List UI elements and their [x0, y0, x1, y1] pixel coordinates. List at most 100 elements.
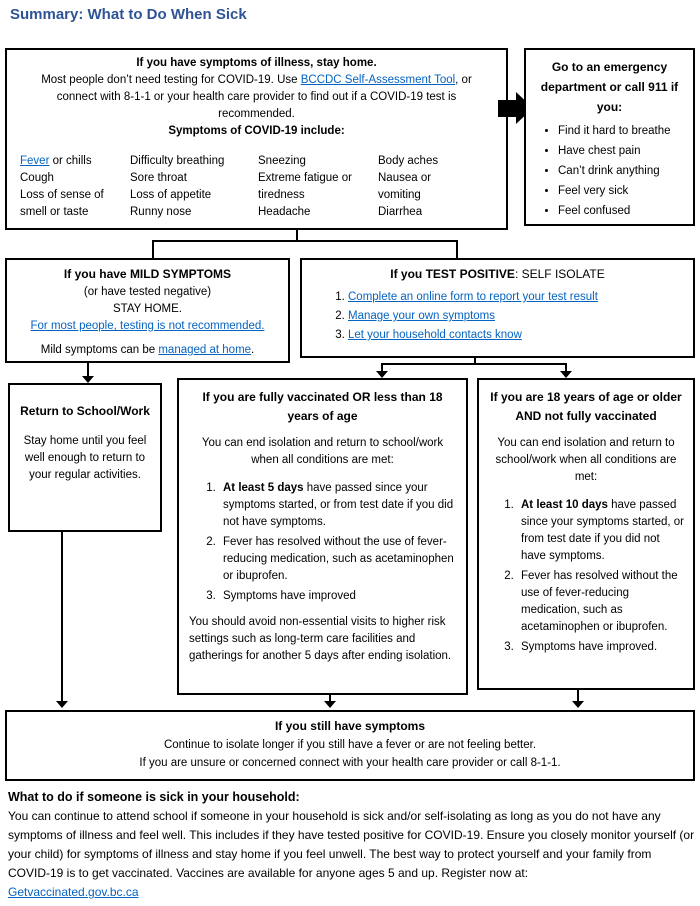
- unsure-concerned-text: If you are unsure or concerned connect w…: [139, 757, 561, 769]
- household-section: What to do if someone is sick in your ho…: [8, 788, 696, 902]
- text-segment: At least 5 days: [223, 482, 304, 494]
- symptom-item: Headache: [258, 206, 311, 218]
- down-arrowhead-icon: [572, 701, 584, 708]
- connector-line: [87, 363, 89, 377]
- tested-negative-text: (or have tested negative): [83, 286, 212, 298]
- household-body-text: You can continue to attend school if som…: [8, 809, 695, 880]
- symptom-column-2: Difficulty breathing Sore throat Loss of…: [130, 153, 255, 221]
- bccdc-self-assessment-link[interactable]: BCCDC Self-Assessment Tool: [300, 74, 456, 86]
- symptom-item: Body aches: [378, 155, 439, 167]
- down-arrowhead-icon: [560, 371, 572, 378]
- symptom-item: Loss of appetite: [130, 189, 212, 201]
- stay-home-symptoms-box: If you have symptoms of illness, stay ho…: [5, 48, 508, 230]
- mild-symptoms-heading: If you have MILD SYMPTOMS: [63, 267, 232, 281]
- emergency-item: Feel confused: [558, 204, 689, 219]
- connector-line: [381, 363, 567, 365]
- avoid-settings-text: You should avoid non-essential visits to…: [189, 616, 452, 662]
- connector-line: [61, 532, 63, 702]
- emergency-box: Go to an emergency department or call 91…: [524, 48, 695, 226]
- fully-vaccinated-heading: If you are fully vaccinated OR less than…: [202, 390, 443, 423]
- list-item: Let your household contacts know: [348, 328, 683, 343]
- testing-not-recommended-link[interactable]: For most people, testing is not recommen…: [30, 320, 265, 332]
- return-heading: Return to School/Work: [20, 404, 150, 418]
- connector-line: [456, 240, 458, 258]
- list-item: Manage your own symptoms: [348, 309, 683, 324]
- condition-item: Symptoms have improved: [219, 588, 456, 605]
- condition-item: At least 10 days have passed since your …: [517, 497, 685, 565]
- emergency-heading: Go to an emergency department or call 91…: [540, 60, 679, 114]
- still-symptoms-heading: If you still have symptoms: [274, 719, 426, 733]
- mild-symptoms-box: If you have MILD SYMPTOMS (or have teste…: [5, 258, 290, 363]
- connector-line: [381, 363, 383, 372]
- emergency-item: Feel very sick: [558, 184, 689, 199]
- emergency-item: Find it hard to breathe: [558, 124, 689, 139]
- symptom-column-3: Sneezing Extreme fatigue or tiredness He…: [258, 153, 370, 221]
- emergency-list: Find it hard to breathe Have chest pain …: [530, 124, 689, 219]
- test-positive-box: If you TEST POSITIVE: SELF ISOLATE Compl…: [300, 258, 695, 358]
- connector-line: [329, 695, 331, 702]
- emergency-item: Can’t drink anything: [558, 164, 689, 179]
- condition-item: Fever has resolved without the use of fe…: [219, 534, 456, 585]
- return-body-text: Stay home until you feel well enough to …: [23, 435, 147, 481]
- list-item: Complete an online form to report your t…: [348, 290, 683, 305]
- connector-line: [152, 240, 458, 242]
- text-segment: have passed since your symptoms started,…: [521, 499, 684, 562]
- symptom-item: Nausea or vomiting: [378, 172, 432, 201]
- still-have-symptoms-box: If you still have symptoms Continue to i…: [5, 710, 695, 781]
- end-isolation-intro: You can end isolation and return to scho…: [495, 437, 677, 483]
- return-school-work-box: Return to School/Work Stay home until yo…: [8, 383, 162, 532]
- test-positive-heading: If you TEST POSITIVE: SELF ISOLATE: [312, 267, 683, 281]
- symptom-item: Diarrhea: [378, 206, 423, 218]
- symptom-item: Sore throat: [130, 172, 187, 184]
- fully-vaccinated-box: If you are fully vaccinated OR less than…: [177, 378, 468, 695]
- text-segment: have passed since your symptoms started,…: [223, 482, 454, 528]
- test-positive-steps: Complete an online form to report your t…: [312, 290, 683, 343]
- getvaccinated-link[interactable]: Getvaccinated.gov.bc.ca: [8, 885, 139, 899]
- symptom-column-1: Fever or chills Cough Loss of sense of s…: [20, 153, 126, 221]
- not-fully-vaccinated-heading: If you are 18 years of age or older AND …: [490, 390, 682, 423]
- symptom-item: Difficulty breathing: [130, 155, 225, 167]
- down-arrowhead-icon: [376, 371, 388, 378]
- connector-line: [577, 690, 579, 702]
- conditions-list: At least 5 days have passed since your s…: [189, 480, 456, 605]
- text-segment: .: [251, 344, 255, 356]
- text-segment: Most people don’t need testing for COVID…: [41, 74, 301, 86]
- text-segment: If you TEST POSITIVE: [390, 267, 515, 281]
- managed-at-home-link[interactable]: managed at home: [158, 344, 252, 356]
- condition-item: Symptoms have improved.: [517, 639, 685, 656]
- text-segment: , or connect with 8-1-1 or your health c…: [56, 74, 472, 120]
- condition-item: Fever has resolved without the use of fe…: [517, 568, 685, 636]
- symptom-column-4: Body aches Nausea or vomiting Diarrhea: [378, 153, 468, 221]
- connector-line: [474, 358, 476, 365]
- testing-link-line: For most people, testing is not recommen…: [11, 318, 284, 335]
- condition-item: At least 5 days have passed since your s…: [219, 480, 456, 531]
- stay-home-heading: If you have symptoms of illness, stay ho…: [136, 57, 377, 69]
- symptom-item: Cough: [20, 172, 54, 184]
- household-heading: What to do if someone is sick in your ho…: [8, 790, 300, 804]
- text-segment: : SELF ISOLATE: [514, 267, 605, 281]
- emergency-item: Have chest pain: [558, 144, 689, 159]
- emergency-pointer-arrow: [498, 100, 516, 117]
- symptom-item: Runny nose: [130, 206, 192, 218]
- text-segment: Mild symptoms can be: [40, 344, 159, 356]
- household-contacts-link[interactable]: Let your household contacts know: [348, 329, 522, 341]
- text-segment: or chills: [49, 155, 92, 167]
- end-isolation-intro: You can end isolation and return to scho…: [201, 437, 444, 466]
- connector-line: [565, 363, 567, 372]
- symptom-item: Sneezing: [258, 155, 306, 167]
- connector-line: [296, 230, 298, 242]
- fever-link[interactable]: Fever: [20, 155, 50, 167]
- not-fully-vaccinated-box: If you are 18 years of age or older AND …: [477, 378, 695, 690]
- symptom-item-fever: Fever or chills: [20, 153, 126, 170]
- stay-home-text: STAY HOME.: [112, 303, 182, 315]
- symptom-item: Extreme fatigue or tiredness: [258, 172, 352, 201]
- down-arrowhead-icon: [56, 701, 68, 708]
- page-title: Summary: What to Do When Sick: [10, 6, 247, 23]
- isolate-longer-text: Continue to isolate longer if you still …: [163, 739, 537, 751]
- manage-symptoms-link[interactable]: Manage your own symptoms: [348, 310, 496, 322]
- conditions-list: At least 10 days have passed since your …: [487, 497, 685, 656]
- text-segment: At least 10 days: [521, 499, 608, 511]
- report-test-result-link[interactable]: Complete an online form to report your t…: [348, 291, 598, 303]
- down-arrowhead-icon: [324, 701, 336, 708]
